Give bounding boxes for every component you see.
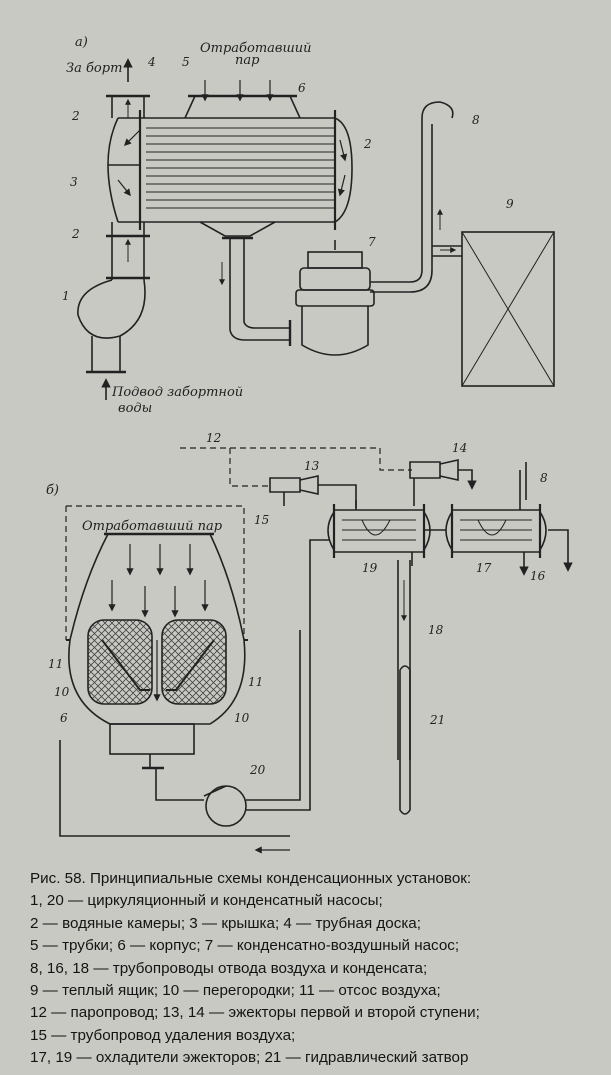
hot-well-9 (461, 231, 555, 387)
caption-line: 5 — трубки; 6 — корпус; 7 — конденсатно-… (30, 937, 460, 955)
diagram-b: б) Отработавший пар (46, 447, 573, 854)
condenser-body-6 (68, 532, 246, 725)
callout-12: 12 (206, 431, 221, 445)
tube-bundle-right (161, 619, 227, 705)
figure-caption: Рис. 58. Принципиальные схемы конденсаци… (30, 868, 600, 1070)
exhaust-steam-label-a2: пар (235, 53, 260, 68)
caption-line: 12 — паропровод; 13, 14 — эжекторы перво… (30, 1004, 480, 1022)
ejector-13 (269, 475, 357, 508)
overboard-label: За борт (66, 61, 122, 76)
ejector-cooler-17 (445, 504, 547, 576)
diagram-a-tag: а) (75, 35, 88, 50)
callout-11b: 11 (248, 675, 263, 689)
ejector-14 (409, 459, 477, 506)
callout-7: 7 (368, 235, 376, 249)
callout-8a: 8 (472, 113, 480, 127)
caption-title: Рис. 58. Принципиальные схемы конденсаци… (30, 870, 472, 887)
callout-6a: 6 (298, 81, 306, 95)
callout-3: 3 (70, 175, 78, 189)
callout-15: 15 (254, 513, 269, 527)
condenser-tubes-5 (146, 127, 335, 209)
callouts: 1 2 2 2 3 4 5 6 7 8 9 12 13 14 8 15 19 1… (48, 55, 548, 777)
seawater-inlet-label-1: Подвод забортной (111, 385, 243, 400)
diagram-a: а) За борт Отработавший пар (66, 35, 555, 416)
schematic-drawing: а) За борт Отработавший пар (46, 35, 573, 854)
seawater-inlet-label-2: воды (118, 401, 152, 416)
exhaust-steam-label-a1: Отработавший (200, 41, 312, 56)
callout-21: 21 (429, 713, 445, 727)
callout-2b: 2 (71, 227, 80, 241)
condensate-air-pump-7 (295, 240, 375, 356)
steam-arrows-b (108, 544, 209, 702)
steam-line-12 (65, 447, 412, 640)
callout-6b: 6 (60, 711, 68, 725)
callout-14: 14 (452, 441, 467, 455)
steam-arrows-a (117, 80, 348, 197)
caption-line: 17, 19 — охладители эжекторов; 21 — гидр… (30, 1049, 469, 1067)
callout-16: 16 (530, 569, 546, 583)
ejector-cooler-19 (327, 500, 431, 566)
caption-line: 2 — водяные камеры; 3 — крышка; 4 — труб… (30, 914, 421, 932)
callout-10a: 10 (54, 685, 70, 699)
callout-1: 1 (62, 289, 70, 303)
callout-4: 4 (147, 55, 156, 69)
callout-11a: 11 (48, 657, 63, 671)
callout-5: 5 (182, 55, 190, 69)
callout-18: 18 (428, 623, 444, 637)
condensation-plant-schematic: а) За борт Отработавший пар (46, 35, 573, 854)
callout-8b: 8 (540, 471, 548, 485)
condensate-pump-20 (203, 539, 330, 827)
diagram-b-tag: б) (46, 483, 59, 498)
tube-bundle-left (87, 619, 153, 705)
caption-line: 9 — теплый ящик; 10 — перегородки; 11 — … (30, 982, 441, 1000)
callout-2a: 2 (71, 109, 80, 123)
callout-13: 13 (304, 459, 320, 473)
callout-17: 17 (476, 561, 492, 575)
caption-line: 15 — трубопровод удаления воздуха; (30, 1026, 296, 1044)
hotwell-b (109, 723, 195, 755)
callout-9: 9 (506, 197, 514, 211)
callout-10b: 10 (234, 711, 250, 725)
exhaust-steam-label-b: Отработавший пар (82, 519, 223, 534)
caption-line: 8, 16, 18 — трубопроводы отвода воздуха … (30, 959, 428, 977)
circulating-pump-1 (77, 222, 150, 400)
callout-19: 19 (362, 561, 378, 575)
hydraulic-seal-21 (399, 665, 411, 815)
caption-line: 1, 20 — циркуляционный и конденсатный на… (30, 892, 383, 910)
callout-20: 20 (249, 763, 266, 777)
callout-2c: 2 (363, 137, 372, 151)
